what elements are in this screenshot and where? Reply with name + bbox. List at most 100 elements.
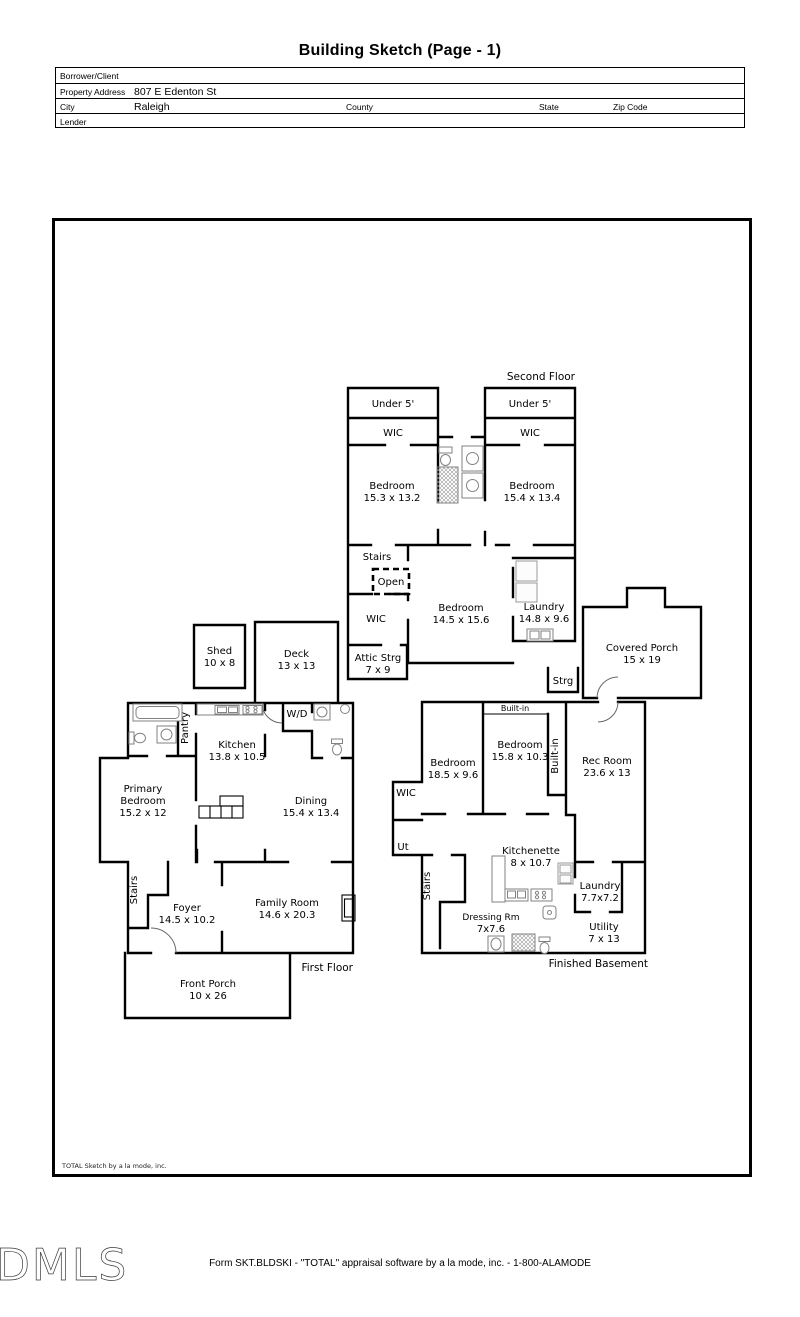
- lender-label: Lender: [60, 116, 87, 127]
- room-label-kitchenette: Kitchenette: [502, 846, 560, 857]
- sink-icon: [466, 452, 479, 465]
- room-label-stairs: Stairs: [422, 872, 433, 901]
- room-label-bedroom-lower: Bedroom: [430, 758, 475, 769]
- kitchen-fixtures: [196, 703, 264, 716]
- room-dims-dining: 15.4 x 13.4: [283, 808, 340, 819]
- room-dims-kitchenette: 8 x 10.7: [511, 858, 552, 869]
- basement-laundry-fixtures: [487, 862, 574, 954]
- stove-icon: [253, 705, 258, 710]
- borrower-label: Borrower/Client: [60, 70, 119, 81]
- half-bath-fixtures: [313, 703, 350, 756]
- room-dims-bedroom-right: 15.4 x 13.4: [504, 493, 561, 504]
- first-floor-label: First Floor: [301, 962, 353, 974]
- kitchen-sink-icon: [507, 890, 516, 899]
- form-row-city: City Raleigh County State Zip Code: [56, 98, 744, 114]
- first-floor-plan: First Floor Shed 10 x 8 Deck 13 x 13 Pan…: [98, 620, 356, 1020]
- toilet-icon: [332, 743, 342, 756]
- room-label-dining: Dining: [295, 796, 327, 807]
- form-row-property: Property Address 807 E Edenton St: [56, 83, 744, 99]
- kitchen-sink-icon: [217, 706, 227, 713]
- room-label-attic: Attic Strg: [355, 653, 402, 664]
- room-dims-attic: 7 x 9: [366, 665, 391, 676]
- toilet-icon: [440, 454, 451, 466]
- kitchen-sink-icon: [228, 706, 238, 713]
- dryer-icon: [515, 582, 538, 603]
- stove-icon: [541, 890, 547, 895]
- room-dims-covered-porch: 15 x 19: [623, 655, 661, 666]
- fireplace-icon: [343, 898, 354, 918]
- city-value: Raleigh: [134, 100, 170, 113]
- tub-icon: [135, 706, 180, 719]
- second-floor-plan: Second Floor Under 5' Under 5' WIC WIC B…: [346, 371, 703, 700]
- counter-icon: [491, 855, 506, 903]
- room-label-bedroom-mid: Bedroom: [438, 603, 483, 614]
- stove-icon: [242, 705, 263, 715]
- room-label-front-porch: Front Porch: [180, 979, 236, 990]
- second-floor-label: Second Floor: [507, 371, 576, 383]
- shower-icon: [436, 466, 459, 504]
- footer-form-line: Form SKT.BLDSKI - "TOTAL" appraisal soft…: [209, 1258, 591, 1269]
- room-label-wd: W/D: [287, 709, 308, 720]
- room-label-open: Open: [378, 577, 405, 588]
- form-row-lender: Lender: [56, 113, 744, 129]
- room-dims-laundry: 7.7x7.2: [581, 893, 619, 904]
- stair-landing: [219, 795, 244, 807]
- stove-icon: [253, 709, 258, 714]
- property-address-label: Property Address: [60, 86, 126, 97]
- stove-icon: [534, 895, 540, 900]
- washer-icon: [515, 560, 538, 582]
- shower-icon: [511, 933, 536, 952]
- room-dims-bedroom-mid: 14.5 x 15.6: [433, 615, 490, 626]
- city-label: City: [60, 101, 75, 112]
- stove-icon: [534, 890, 540, 895]
- dmls-logo: DMLS: [0, 1240, 128, 1292]
- stove-icon: [530, 888, 553, 902]
- room-dims-bedroom-lower: 18.5 x 9.6: [428, 770, 478, 781]
- room-dims-rec-room: 23.6 x 13: [583, 768, 630, 779]
- room-label-laundry: Laundry: [524, 602, 565, 613]
- dmls-logo-text: DMLS: [0, 1240, 128, 1291]
- first-floor-bath-fixtures: [128, 703, 183, 745]
- room-dims-laundry: 14.8 x 9.6: [519, 614, 569, 625]
- stove-icon: [541, 895, 547, 900]
- room-dims-family-room: 14.6 x 20.3: [259, 910, 316, 921]
- room-label-builtin-top: Built-in: [501, 704, 529, 713]
- room-label-family-room: Family Room: [255, 898, 319, 909]
- property-form: Borrower/Client Property Address 807 E E…: [55, 67, 745, 128]
- state-label: State: [539, 101, 559, 112]
- zip-code-label: Zip Code: [613, 101, 648, 112]
- room-dims-bedroom-left: 15.3 x 13.2: [364, 493, 421, 504]
- basement-walls: [391, 700, 647, 955]
- washer-icon: [559, 864, 572, 874]
- room-label-covered-porch: Covered Porch: [606, 643, 678, 654]
- room-label-dressing: Dressing Rm: [462, 913, 519, 923]
- toilet-icon: [539, 942, 550, 954]
- room-label-bedroom-right: Bedroom: [509, 481, 554, 492]
- room-dims-front-porch: 10 x 26: [189, 991, 227, 1002]
- kitchenette-fixtures: [491, 855, 553, 903]
- page-title: Building Sketch (Page - 1): [298, 42, 502, 59]
- front-door-arc: [150, 927, 177, 954]
- room-label-under5-left: Under 5': [372, 399, 415, 410]
- room-label-rec-room: Rec Room: [582, 756, 632, 767]
- fireplace-icon: [341, 894, 356, 922]
- first-floor-misc: [198, 795, 356, 922]
- basement-label: Finished Basement: [549, 958, 648, 970]
- room-dims-foyer: 14.5 x 10.2: [159, 915, 216, 926]
- room-dims-primary: 15.2 x 12: [119, 808, 166, 819]
- room-label-kitchen: Kitchen: [218, 740, 256, 751]
- sink-icon: [466, 479, 479, 492]
- room-label-stairs: Stairs: [129, 876, 140, 905]
- form-row-borrower: Borrower/Client: [56, 68, 744, 83]
- basin-icon: [490, 937, 502, 951]
- room-dims-deck: 13 x 13: [278, 661, 316, 672]
- room-label-bedroom-upper: Bedroom: [497, 740, 542, 751]
- second-floor-laundry-fixtures: [515, 560, 554, 642]
- first-floor-walls: [98, 620, 355, 1020]
- room-dims-bedroom-upper: 15.8 x 10.3: [492, 752, 549, 763]
- basement-plan: Finished Basement Built-in Bedroom 15.8 …: [391, 700, 648, 970]
- room-label-wic-right: WIC: [520, 428, 540, 439]
- sketch-credit: TOTAL Sketch by a la mode, inc.: [61, 1162, 167, 1170]
- toilet-icon: [538, 936, 551, 942]
